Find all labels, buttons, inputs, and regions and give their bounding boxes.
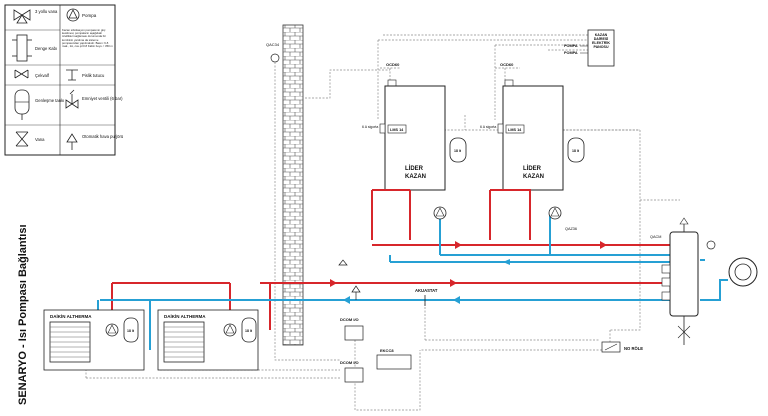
boiler-2-title: LİDER — [523, 165, 542, 172]
safety-valve-icon — [65, 89, 79, 109]
tank-small-2-label: 18 lt — [572, 149, 580, 153]
dcom-2-label: DCOM I/O — [340, 360, 359, 365]
pompa-2-label: POMPA — [564, 51, 578, 55]
qaz-label: QAZ36 — [565, 227, 577, 231]
boiler-room-panel: KAZAN DAİRESİ ELEKTRİK PANOSU POMPA POMP… — [564, 29, 615, 67]
legend-valve: Vana — [35, 137, 45, 142]
legend-box: 3 yollu vana Pompa Denge Kabı Kazan sirk… — [4, 4, 124, 156]
chimney-wall — [282, 24, 304, 346]
ekcc8-label: EKCC8 — [380, 348, 394, 353]
lms-2-label: LMS 14 — [508, 128, 522, 132]
hydraulic-separator: QACM — [650, 217, 699, 345]
legend-dirt-collector: Pislik tutucu — [82, 73, 105, 78]
valve-icon — [15, 131, 29, 147]
check-valve-icon — [14, 69, 29, 79]
legend-expansion-note: Kazan sirkülasyon pompasının güç kesilme… — [62, 29, 113, 49]
boiler-2: OCD60 LİDER KAZAN LMS 14 6 A sigorta 18 … — [480, 62, 585, 191]
expansion-vessel-icon — [14, 89, 30, 120]
no-role-label: NO RÖLE — [624, 346, 643, 351]
akuastat-label: AKUASTAT — [415, 288, 438, 293]
boiler-2-sub: KAZAN — [523, 174, 544, 180]
sensor-2-label: 6 A sigorta — [480, 125, 496, 129]
page-title: SENARYO - Isı Pompası Bağlantısı — [17, 224, 29, 405]
daikin-unit-2: DAİKİN ALTHERMA 18 lt — [157, 309, 259, 371]
ocdm-2-label: OCD60 — [500, 62, 514, 67]
air-vents — [338, 259, 361, 300]
tank-small-1-label: 18 lt — [454, 149, 462, 153]
supply-piping — [111, 189, 670, 330]
legend-check-valve: Çekvalf — [35, 73, 50, 78]
pompa-1-label: POMPA — [564, 44, 578, 48]
daikin-1-label: DAİKİN ALTHERMA — [50, 313, 92, 319]
qacm-right-label: QACM — [650, 235, 661, 239]
daikin-2-label: DAİKİN ALTHERMA — [164, 313, 206, 319]
legend-pump: Pompa — [82, 13, 97, 18]
boiler-1: OCD60 LİDER KAZAN LMS 14 6 A sigorta 18 … — [362, 62, 467, 191]
supply-arrows — [330, 241, 607, 287]
boiler-1-sub: KAZAN — [405, 174, 426, 180]
control-panel-label: KAZAN DAİRESİ ELEKTRİK PANOSU — [592, 33, 610, 49]
legend-expansion-tank: Denge Kabı — [35, 46, 57, 51]
boiler-1-title: LİDER — [405, 165, 424, 172]
control-modules: DCOM I/O DCOM I/O EKCC8 NO RÖLE — [340, 317, 643, 383]
tank-hp-2-label: 18 lt — [245, 329, 253, 333]
heating-circuit-pump — [706, 240, 758, 287]
legend-expansion-vessel: Genleşme tankı — [35, 98, 64, 103]
akuastat: AKUASTAT — [415, 288, 438, 306]
sensor-1-label: 6 A sigorta — [362, 125, 378, 129]
qacm-top-label: QAC34 — [266, 42, 280, 47]
three-way-valve-icon — [13, 9, 31, 24]
boiler-pumps: QAZ36 — [433, 206, 577, 231]
expansion-tank-icon — [12, 34, 32, 62]
air-vent-icon — [66, 133, 78, 150]
return-piping — [97, 210, 728, 350]
ocdm-1-label: OCD60 — [386, 62, 400, 67]
tank-hp-1-label: 18 lt — [127, 329, 135, 333]
lms-1-label: LMS 14 — [390, 128, 404, 132]
legend-three-way-valve: 3 yollu vana — [35, 9, 58, 14]
pump-icon — [66, 8, 80, 22]
legend-air-vent: Otomatik hava purjörü — [82, 134, 124, 139]
return-arrows — [343, 259, 510, 304]
dcom-1-label: DCOM I/O — [340, 317, 359, 322]
legend-safety-valve: Emniyet ventili (6 bar) — [82, 96, 123, 101]
daikin-unit-1: DAİKİN ALTHERMA 18 lt — [43, 309, 145, 371]
dirt-collector-icon — [66, 69, 78, 81]
